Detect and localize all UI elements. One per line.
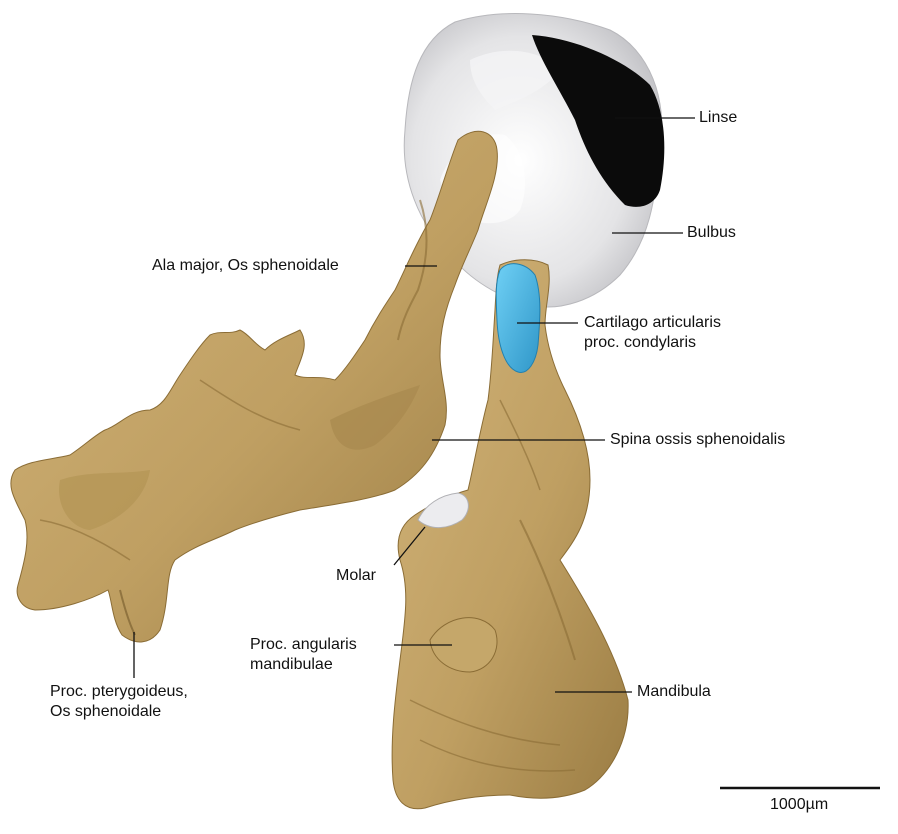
label-mandibula: Mandibula [637,682,711,702]
label-proc-angularis: Proc. angularis mandibulae [250,635,357,675]
label-molar: Molar [336,566,376,586]
label-linse: Linse [699,108,737,128]
scale-bar-label: 1000µm [770,795,828,815]
label-ala-major: Ala major, Os sphenoidale [152,256,339,276]
label-bulbus: Bulbus [687,223,736,243]
label-proc-pterygoideus: Proc. pterygoideus, Os sphenoidale [50,682,188,722]
label-spina: Spina ossis sphenoidalis [610,430,785,450]
label-cartilago: Cartilago articularis proc. condylaris [584,313,721,353]
